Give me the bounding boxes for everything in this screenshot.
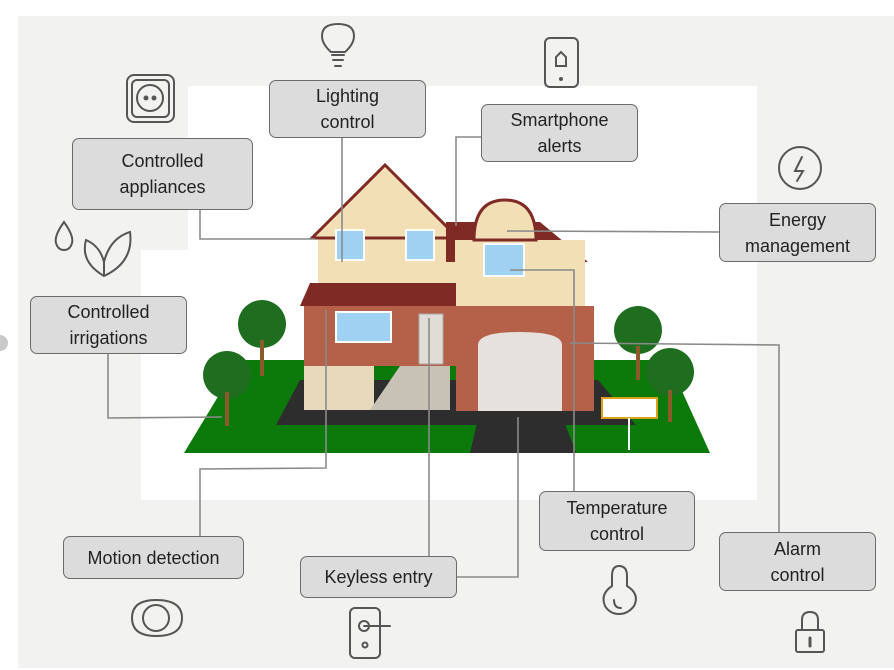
dormer (472, 198, 538, 242)
label-motion-detection: Motion detection (63, 536, 244, 579)
yard-sign (601, 397, 658, 419)
window (335, 311, 392, 343)
driveway (470, 410, 576, 453)
label-alarm-control: Alarm control (719, 532, 876, 591)
porch-base (304, 366, 374, 410)
window (483, 243, 525, 277)
label-smartphone-alerts: Smartphone alerts (481, 104, 638, 162)
main-gable (308, 162, 462, 240)
connector-lines (107, 136, 780, 578)
label-energy-management: Energy management (719, 203, 876, 262)
label-lighting-control: Lighting control (269, 80, 426, 138)
eye-icon (130, 598, 184, 638)
porch-roof (300, 283, 456, 306)
leaf-icon (83, 230, 132, 278)
door-handle-icon (349, 607, 391, 659)
window (405, 229, 435, 261)
label-keyless-entry: Keyless entry (300, 556, 457, 598)
label-controlled-irrigations: Controlled irrigations (30, 296, 187, 354)
water-drop-icon (54, 220, 74, 252)
power-outlet-icon (126, 74, 175, 123)
padlock-icon (795, 610, 825, 653)
window (335, 229, 365, 261)
edge-scroll-indicator (0, 335, 8, 351)
thermometer-icon (602, 564, 637, 616)
lightning-bolt-icon (778, 146, 822, 190)
stairs (370, 366, 450, 410)
trees (203, 300, 694, 399)
label-temperature-control: Temperature control (539, 491, 695, 551)
house-illustration (184, 162, 710, 453)
label-controlled-appliances: Controlled appliances (72, 138, 253, 210)
smartphone-home-icon (544, 37, 579, 88)
front-door (418, 313, 444, 365)
garage-door (478, 332, 562, 411)
lightbulb-icon (320, 22, 356, 67)
